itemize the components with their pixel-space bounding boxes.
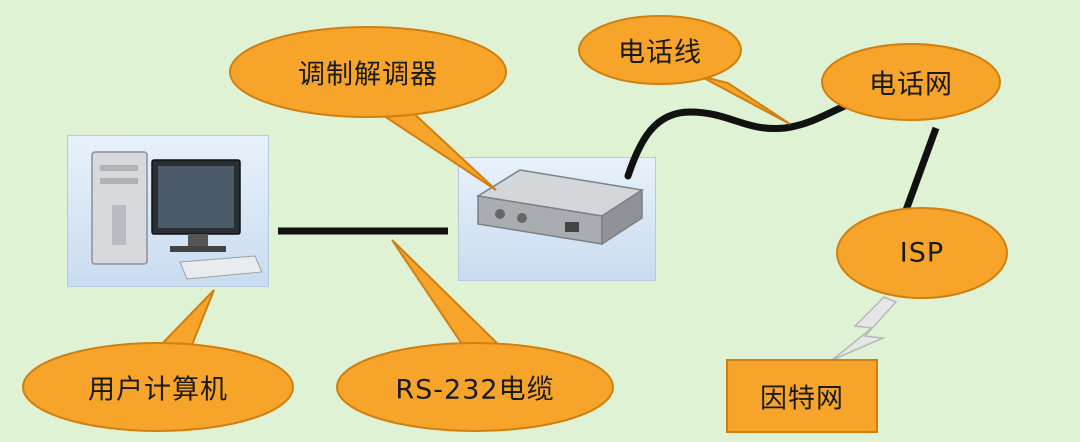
rs232-cable-label: RS-232电缆: [395, 374, 555, 406]
user-computer-bubble: [22, 289, 294, 432]
phone-network-label: 电话网: [869, 69, 953, 101]
modem-label: 调制解调器: [298, 59, 438, 91]
rs232-bubble: [336, 239, 614, 432]
phone-line-label: 电话线: [618, 37, 702, 69]
modem-icon: [475, 169, 645, 246]
phone-line-cable: [624, 96, 864, 180]
phone-line-bubble: [578, 15, 791, 125]
computer-icon: [91, 151, 263, 280]
isp-bubble: [836, 207, 1008, 299]
modem-bubble: [229, 26, 507, 191]
phone-network-bubble: [821, 43, 1001, 121]
lightning-icon: [831, 296, 898, 361]
isp-label: ISP: [899, 237, 945, 269]
user-computer-label: 用户计算机: [88, 374, 228, 406]
internet-label: 因特网: [760, 383, 844, 415]
internet-box: [726, 359, 878, 433]
network-to-isp-line: [901, 126, 940, 215]
